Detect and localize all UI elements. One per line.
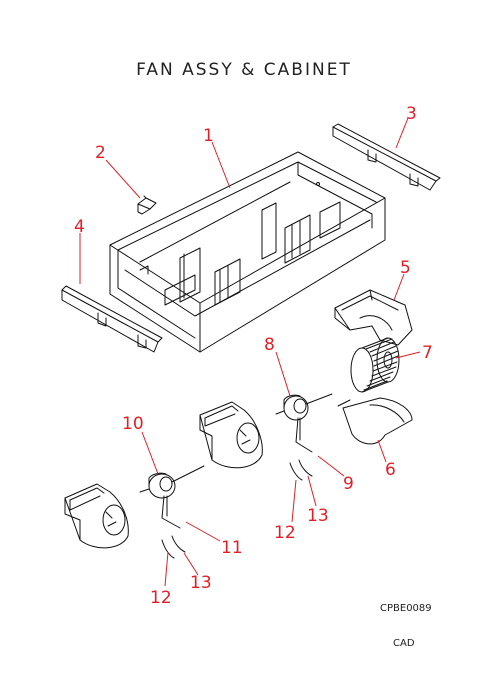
cad-label: CAD [393, 638, 415, 649]
callout-13-right: 13 [307, 506, 329, 526]
callout-12-right: 12 [274, 523, 296, 543]
callout-7: 7 [422, 343, 433, 363]
callout-8: 8 [264, 335, 275, 355]
part-cabinet [109, 151, 386, 353]
diagram-title: FAN ASSY & CABINET [136, 60, 352, 80]
part-scroll-upper [334, 289, 413, 346]
drawing-code: CPBE0089 [380, 603, 432, 614]
part-bracket-left [61, 285, 163, 353]
part-scroll-lower [337, 397, 413, 445]
part-motor-right [275, 393, 333, 481]
callout-11: 11 [221, 538, 243, 558]
callout-13-left: 13 [190, 573, 212, 593]
callout-3: 3 [406, 104, 417, 124]
callout-9: 9 [343, 474, 354, 494]
callout-4: 4 [74, 217, 85, 237]
callout-10: 10 [122, 414, 144, 434]
callout-numbers: 1 2 3 4 5 7 6 8 9 10 11 12 13 12 13 [74, 104, 433, 608]
leader-lines [79, 117, 421, 587]
part-motor-left [139, 465, 205, 559]
callout-1: 1 [203, 126, 214, 146]
callout-2: 2 [95, 143, 106, 163]
callout-12-left: 12 [150, 588, 172, 608]
part-fan-wheel [350, 337, 400, 393]
part-bracket-right [332, 123, 441, 191]
callout-5: 5 [400, 258, 411, 278]
part-blower-left [64, 483, 129, 549]
part-blower-middle [199, 401, 263, 469]
part-clip [137, 195, 157, 215]
callout-6: 6 [385, 460, 396, 480]
